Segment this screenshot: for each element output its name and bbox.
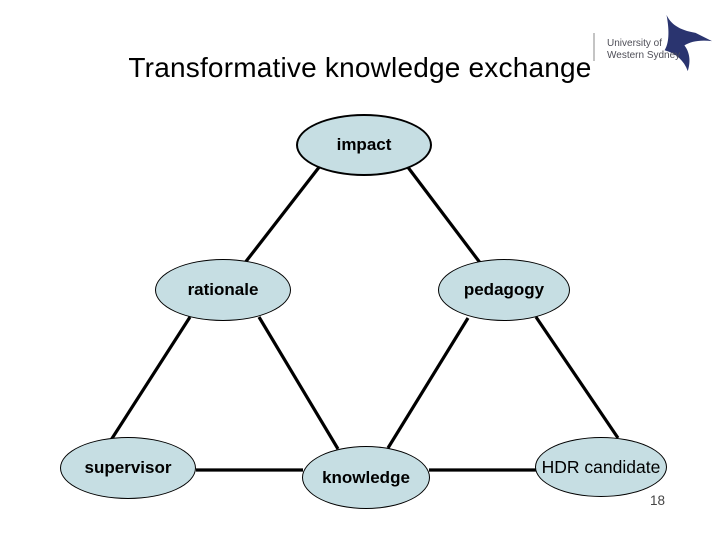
connector-impact-pedagogy xyxy=(405,165,483,265)
node-rationale: rationale xyxy=(155,259,291,321)
node-rationale-label: rationale xyxy=(187,280,259,299)
uws-logo-text-line2: Western Sydney xyxy=(607,50,681,61)
uws-bird-shape xyxy=(664,14,712,72)
connector-rationale-supervisor xyxy=(109,316,192,441)
uws-logo-text-line1: University of xyxy=(607,38,663,49)
uws-bird-icon xyxy=(664,14,712,72)
node-impact-label: impact xyxy=(336,135,392,154)
node-supervisor-label: supervisor xyxy=(84,458,172,477)
node-pedagogy-label: pedagogy xyxy=(463,280,545,299)
uws-logo-text: University of Western Sydney xyxy=(607,38,680,62)
slide-title: Transformative knowledge exchange xyxy=(128,52,592,83)
connector-rationale-knowledge xyxy=(257,316,340,450)
connector-impact-rationale xyxy=(242,165,322,265)
page-number: 18 xyxy=(650,493,666,508)
uws-logo: University of Western Sydney xyxy=(585,0,720,80)
node-impact: impact xyxy=(296,114,432,176)
node-knowledge: knowledge xyxy=(302,446,430,509)
node-pedagogy: pedagogy xyxy=(438,259,570,321)
node-knowledge-label: knowledge xyxy=(322,467,410,487)
node-supervisor: supervisor xyxy=(60,437,196,499)
connector-pedagogy-knowledge xyxy=(386,317,470,449)
connector-pedagogy-hdr xyxy=(534,316,620,439)
node-hdr-candidate: HDR candidate xyxy=(535,437,667,497)
node-hdr-candidate-label: HDR candidate xyxy=(541,456,661,477)
logo-divider-line xyxy=(593,33,595,61)
